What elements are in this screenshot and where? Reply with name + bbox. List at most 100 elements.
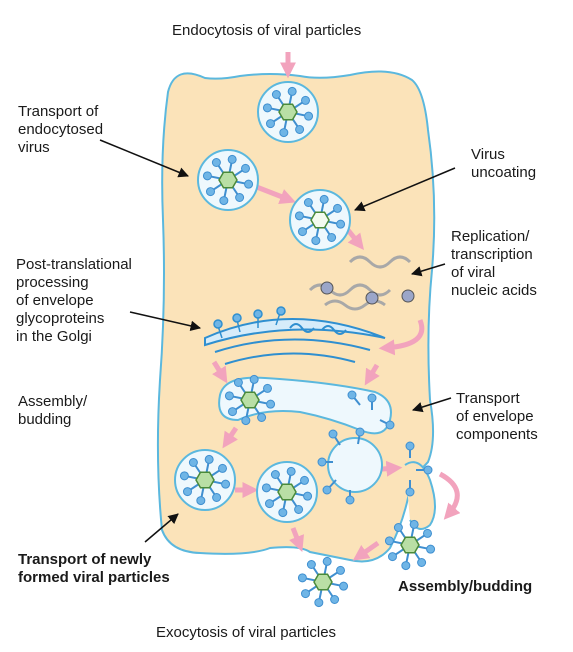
spike-head bbox=[179, 471, 189, 481]
spike-head bbox=[271, 89, 281, 99]
virion bbox=[257, 81, 319, 143]
capsid bbox=[240, 391, 260, 409]
label-assembly-budding-right: Assembly/budding bbox=[398, 578, 533, 595]
capsid bbox=[313, 573, 333, 591]
spike-head bbox=[264, 499, 274, 509]
capsid bbox=[310, 211, 330, 229]
spike-head bbox=[294, 505, 304, 515]
envelope-spike-head bbox=[355, 427, 365, 437]
spike-head bbox=[319, 194, 329, 204]
spike-head bbox=[409, 519, 419, 529]
virion bbox=[384, 519, 436, 571]
envelope-spike-head bbox=[322, 485, 332, 495]
spike-head bbox=[384, 536, 394, 546]
spike-head bbox=[294, 211, 304, 221]
envelope-spike-head bbox=[405, 441, 415, 451]
envelope-spike-head bbox=[328, 429, 338, 439]
virion bbox=[174, 449, 236, 511]
pointer-arrows bbox=[99, 139, 456, 543]
spike-head bbox=[224, 391, 234, 401]
spike-head bbox=[330, 595, 340, 605]
budding-membrane bbox=[404, 461, 436, 530]
virion bbox=[297, 556, 349, 608]
spike-head bbox=[211, 157, 221, 167]
envelope-spike-head bbox=[405, 487, 415, 497]
spike-head bbox=[287, 86, 297, 96]
virion bbox=[289, 189, 351, 251]
spike-head bbox=[205, 187, 215, 197]
spike-head bbox=[279, 128, 289, 138]
spike-head bbox=[227, 154, 237, 164]
spike-head bbox=[306, 559, 316, 569]
label-endocytosis: Endocytosis of viral particles bbox=[172, 22, 362, 39]
spike-head bbox=[303, 491, 313, 501]
spike-head bbox=[300, 589, 310, 599]
spike-head bbox=[241, 416, 251, 426]
ribosome-markers bbox=[320, 281, 415, 305]
virion bbox=[256, 461, 318, 523]
spike-head bbox=[336, 565, 346, 575]
spike-head bbox=[249, 374, 259, 384]
envelope-spike-head bbox=[423, 465, 433, 475]
label-post-translational: Post-translational processing of envelop… bbox=[16, 256, 132, 345]
spike-head bbox=[182, 487, 192, 497]
spike-head bbox=[336, 219, 346, 229]
spike-head bbox=[401, 561, 411, 571]
envelope-spike-head bbox=[367, 393, 377, 403]
spike-head bbox=[241, 163, 251, 173]
spike-head bbox=[278, 508, 288, 518]
spike-head bbox=[233, 377, 243, 387]
capsid bbox=[278, 103, 298, 121]
spike-head bbox=[261, 483, 271, 493]
spike-head bbox=[322, 556, 332, 566]
spike-head bbox=[304, 111, 314, 121]
spike-head bbox=[300, 475, 310, 485]
envelope-spike-head bbox=[347, 390, 357, 400]
label-uncoating: Virus uncoating bbox=[471, 146, 537, 181]
spike-head bbox=[339, 581, 349, 591]
spike-head bbox=[297, 227, 307, 237]
spike-head bbox=[265, 119, 275, 129]
label-exocytosis: Exocytosis of viral particles bbox=[156, 624, 337, 641]
spike-head bbox=[303, 197, 313, 207]
spike-head bbox=[196, 496, 206, 506]
virion bbox=[197, 149, 259, 211]
spike-head bbox=[301, 95, 311, 105]
envelope-spike-head bbox=[345, 495, 355, 505]
spike-head bbox=[270, 469, 280, 479]
spike-head bbox=[235, 193, 245, 203]
golgi-spikes bbox=[213, 306, 286, 339]
spike-head bbox=[297, 573, 307, 583]
virion bbox=[224, 374, 276, 426]
capsid bbox=[195, 471, 215, 489]
spike-head bbox=[423, 528, 433, 538]
spike-head bbox=[263, 383, 273, 393]
spike-head bbox=[327, 233, 337, 243]
capsid bbox=[277, 483, 297, 501]
spike-head bbox=[219, 196, 229, 206]
spike-head bbox=[314, 598, 324, 608]
spike-head bbox=[311, 236, 321, 246]
spike-head bbox=[244, 179, 254, 189]
budding-vesicle bbox=[327, 437, 383, 493]
spike-head bbox=[262, 103, 272, 113]
golgi-apparatus bbox=[204, 318, 386, 365]
spike-head bbox=[227, 407, 237, 417]
envelope-spike-head bbox=[317, 457, 327, 467]
envelope-spike-head bbox=[385, 420, 395, 430]
label-replication: Replication/ transcription of viral nucl… bbox=[451, 228, 537, 299]
spike-head bbox=[295, 125, 305, 135]
spike-head bbox=[387, 552, 397, 562]
spike-head bbox=[417, 558, 427, 568]
spike-head bbox=[218, 463, 228, 473]
spike-head bbox=[212, 493, 222, 503]
label-transport-newly-formed: Transport of newly formed viral particle… bbox=[18, 551, 170, 586]
spike-head bbox=[188, 457, 198, 467]
capsid bbox=[218, 171, 238, 189]
spike-head bbox=[333, 203, 343, 213]
label-transport-endocytosed: Transport of endocytosed virus bbox=[18, 103, 104, 156]
spike-head bbox=[266, 399, 276, 409]
spike-head bbox=[204, 454, 214, 464]
spike-head bbox=[257, 413, 267, 423]
